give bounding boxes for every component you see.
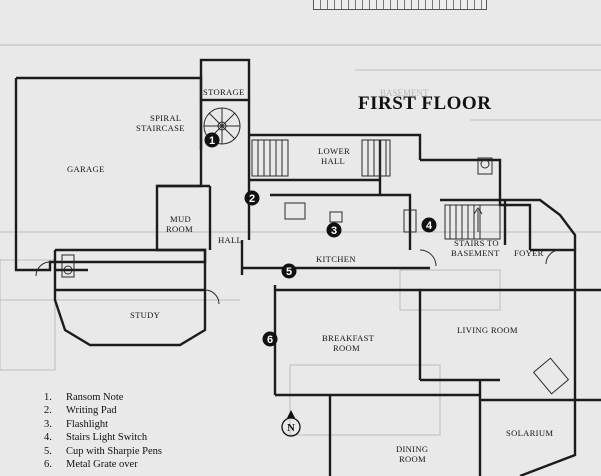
storage-label: STORAGE (203, 87, 245, 97)
floor-title: FIRST FLOOR (358, 93, 492, 114)
top-edge-detail (313, 0, 487, 10)
background-plan: BASEMENT (0, 44, 601, 436)
breakfast-room-label-line2: ROOM (333, 343, 360, 353)
legend-item: 4. Stairs Light Switch (44, 431, 162, 444)
living-room-label: LIVING ROOM (457, 325, 518, 335)
marker-4-number: 4 (426, 220, 433, 232)
fixtures (35, 107, 570, 395)
compass-north-label: N (287, 422, 295, 434)
marker-3: 3 (326, 222, 342, 238)
evidence-legend: 1. Ransom Note 2. Writing Pad 3. Flashlight… (44, 391, 162, 471)
spiral-staircase-label-line1: SPIRAL (150, 113, 181, 123)
breakfast-room-label-line1: BREAKFAST (322, 333, 375, 343)
marker-3-number: 3 (331, 225, 337, 237)
legend-item: 5. Cup with Sharpie Pens (44, 445, 162, 458)
lower-hall-label-line2: HALL (321, 156, 345, 166)
legend-item: 1. Ransom Note (44, 391, 162, 404)
legend-item: 6. Metal Grate over (44, 458, 162, 471)
lower-hall-label-line1: LOWER (318, 146, 350, 156)
spiral-staircase-label-line2: STAIRCASE (136, 123, 185, 133)
dining-room-label-line1: DINING (396, 444, 428, 454)
legend-item-text: Stairs Light Switch (66, 432, 148, 444)
basement-ghost-label: BASEMENT (380, 88, 429, 98)
legend-item-text: Ransom Note (66, 392, 124, 403)
marker-2-number: 2 (249, 193, 255, 205)
marker-1: 1 (204, 132, 220, 148)
legend-item-text: Writing Pad (66, 405, 117, 417)
solarium-label: SOLARIUM (506, 428, 553, 438)
legend-item: 2. Writing Pad (44, 404, 162, 417)
marker-1-number: 1 (209, 135, 215, 147)
legend-item-number: 5. (44, 445, 52, 457)
mud-room-label-line1: MUD (170, 214, 191, 224)
room-labels: STORAGE SPIRAL STAIRCASE GARAGE LOWER HA… (67, 87, 553, 464)
garage-label: GARAGE (67, 164, 105, 174)
marker-6-number: 6 (267, 334, 273, 346)
kitchen-label: KITCHEN (316, 254, 356, 264)
legend-item-number: 1. (44, 392, 52, 403)
marker-5: 5 (281, 263, 297, 279)
legend-item: 3. Flashlight (44, 418, 162, 431)
hall-label: HALL (218, 235, 242, 245)
study-label: STUDY (130, 310, 160, 320)
marker-6: 6 (262, 331, 278, 347)
walls (14, 58, 601, 476)
compass: N (281, 410, 301, 437)
dining-room-label-line2: ROOM (399, 454, 426, 464)
marker-4: 4 (421, 217, 437, 233)
stairs-to-basement-label-line2: BASEMENT (451, 248, 500, 258)
legend-item-text: Flashlight (66, 418, 109, 430)
legend-item-text: Cup with Sharpie Pens (66, 445, 162, 457)
stairs-to-basement-label-line1: STAIRS TO (454, 238, 499, 248)
legend-item-number: 2. (44, 405, 52, 417)
marker-2: 2 (244, 190, 260, 206)
mud-room-label-line2: ROOM (166, 224, 193, 234)
legend-item-number: 4. (44, 432, 52, 444)
foyer-label: FOYER (514, 248, 544, 258)
evidence-markers: 1 2 3 4 5 6 (204, 132, 437, 347)
marker-5-number: 5 (286, 266, 292, 278)
legend-item-text: Metal Grate over (66, 459, 138, 471)
legend-item-number: 3. (44, 418, 52, 430)
legend-item-number: 6. (44, 459, 52, 471)
